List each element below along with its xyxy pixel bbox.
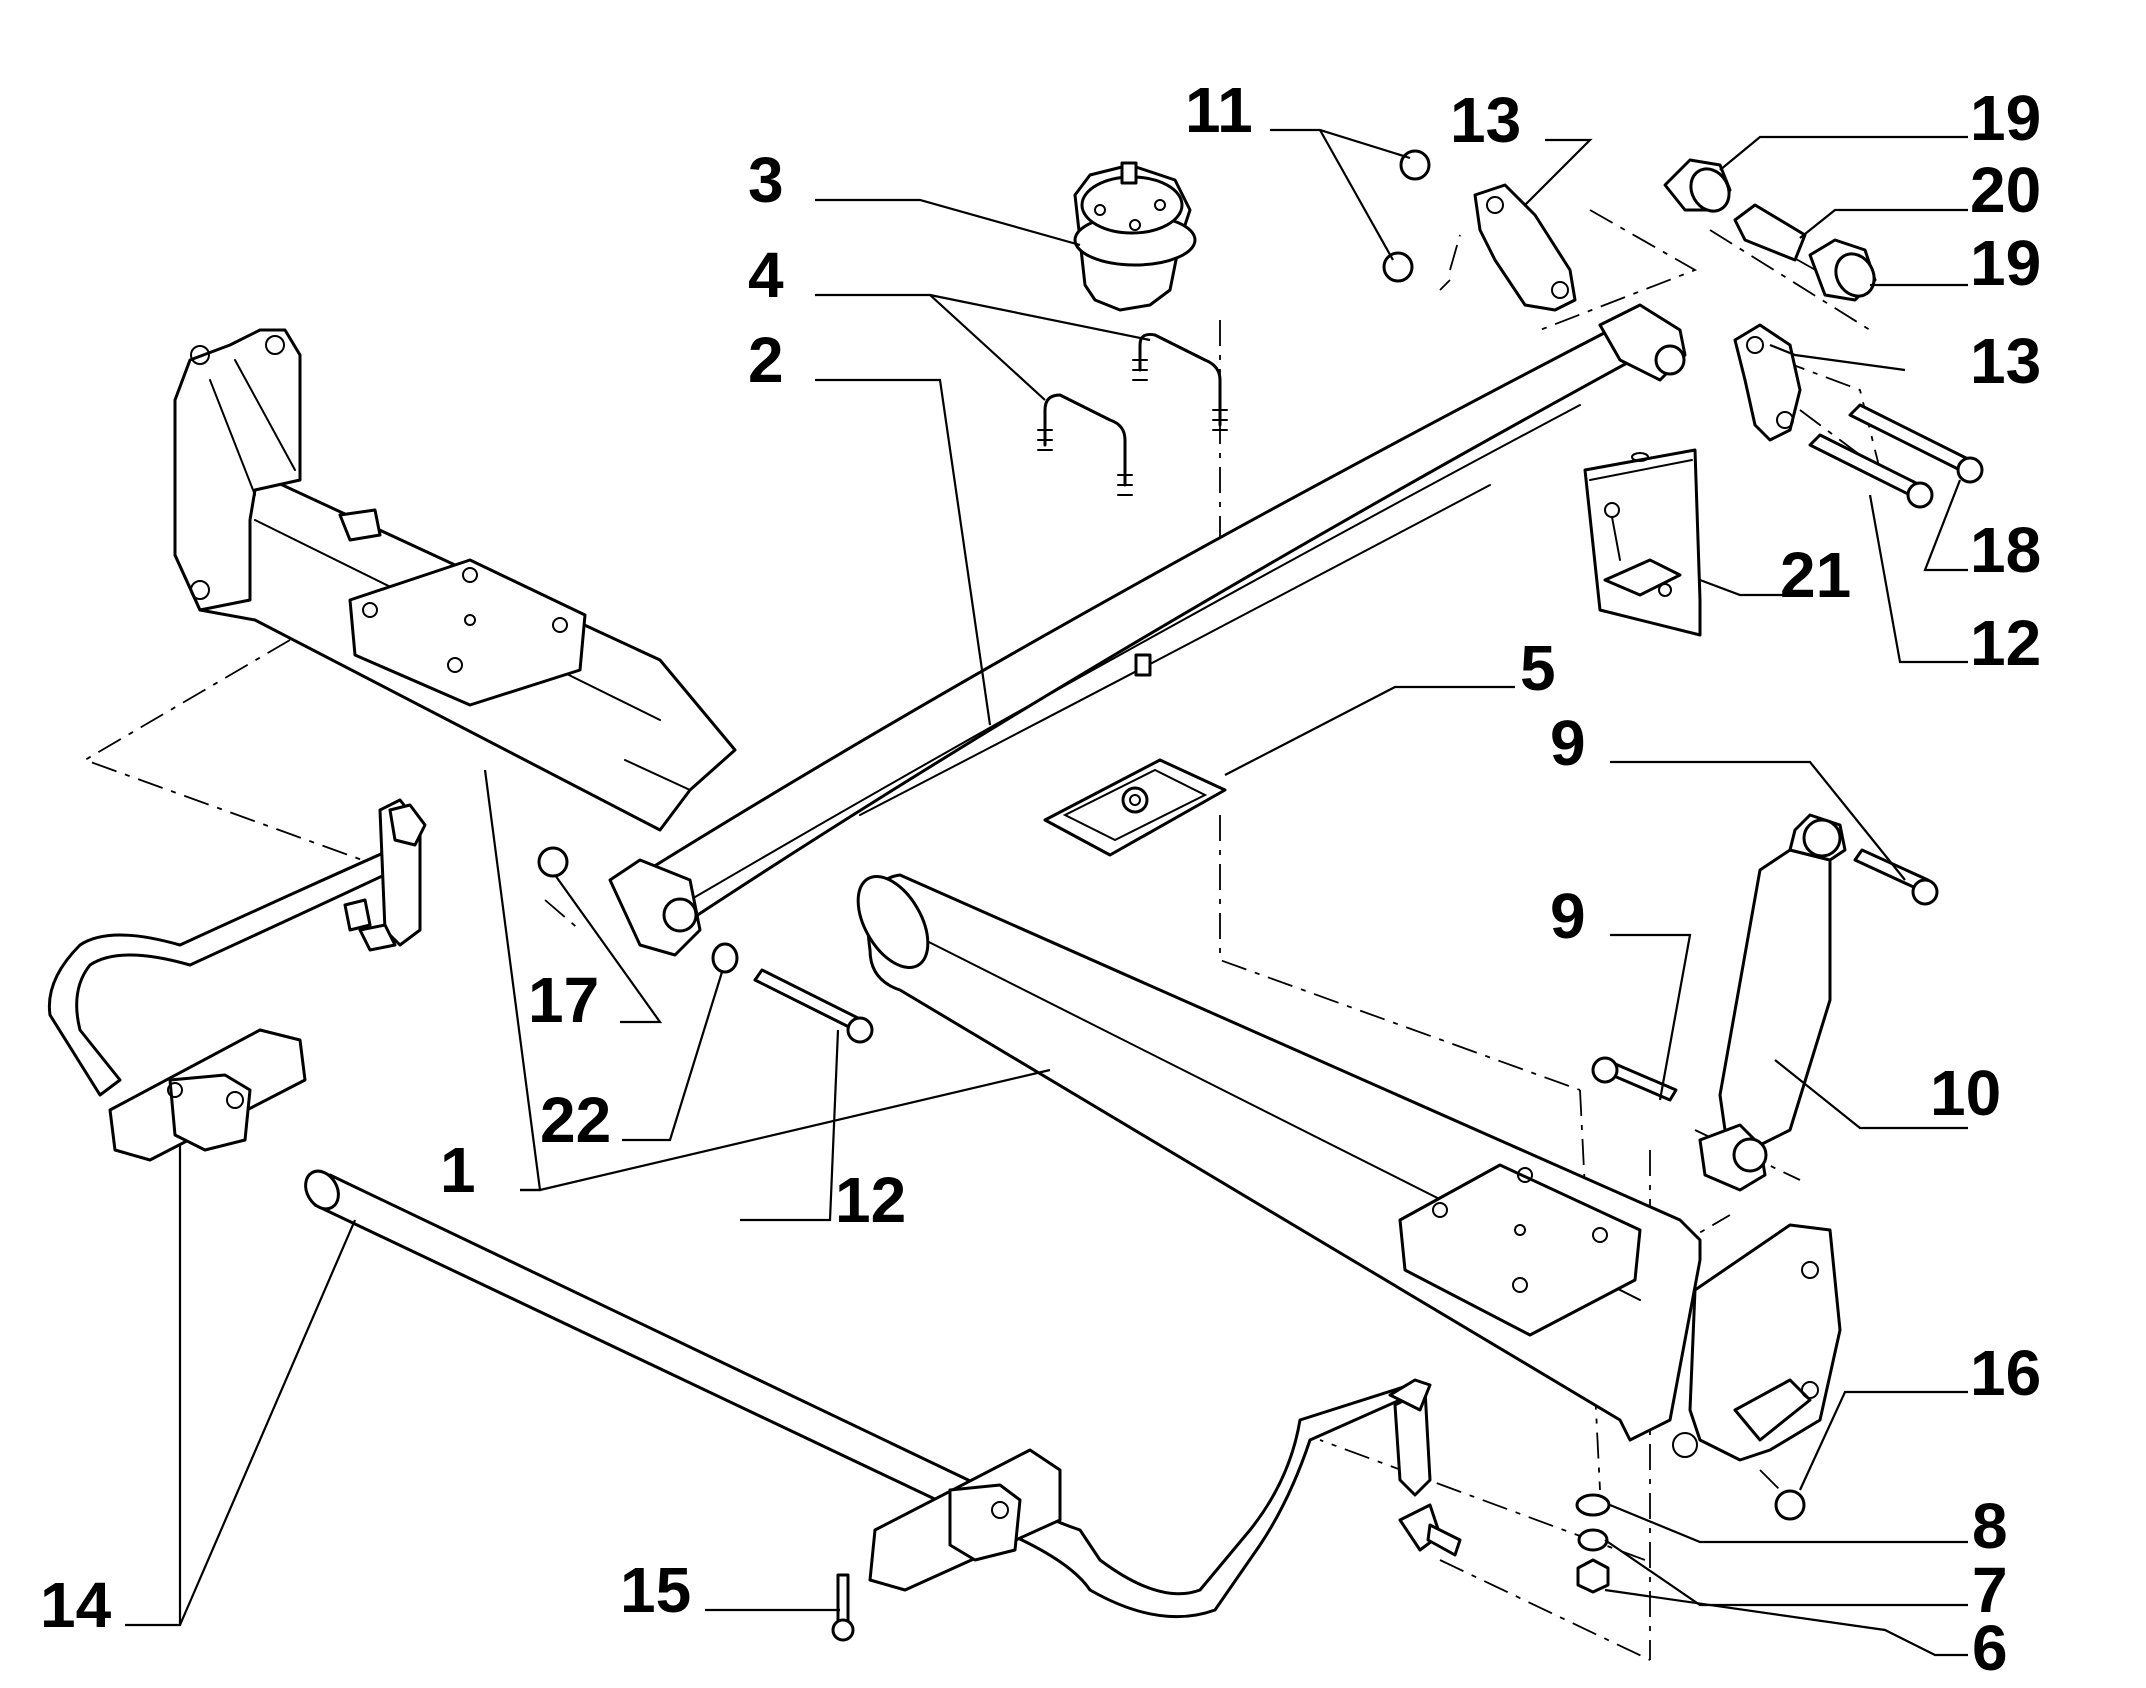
- callout-5: 5: [1520, 632, 1556, 704]
- callout-2: 2: [748, 324, 784, 396]
- callout-12-left: 12: [835, 1164, 906, 1236]
- callout-4: 4: [748, 239, 784, 311]
- callout-7: 7: [1972, 1554, 2008, 1626]
- callout-11: 11: [1185, 74, 1253, 146]
- callout-14: 14: [40, 1569, 112, 1641]
- callout-6: 6: [1972, 1612, 2008, 1684]
- callout-17: 17: [528, 964, 599, 1036]
- u-bolts: [1037, 333, 1228, 496]
- callout-12-right: 12: [1970, 607, 2041, 679]
- callout-10: 10: [1930, 1057, 2001, 1129]
- callout-16: 16: [1970, 1337, 2041, 1409]
- callout-3: 3: [748, 144, 784, 216]
- callout-15: 15: [620, 1554, 691, 1626]
- spring-pad: [1043, 758, 1227, 857]
- callout-labels: 1 2 3 4 5 6 7 8 9 9 10 11 12 12 13 13 14…: [40, 74, 2041, 1684]
- callout-21: 21: [1780, 539, 1851, 611]
- callout-18: 18: [1970, 514, 2041, 586]
- callout-13-top: 13: [1450, 84, 1521, 156]
- callout-13-right: 13: [1970, 325, 2041, 397]
- callout-9-top: 9: [1550, 707, 1586, 779]
- anti-roll-bar: [304, 1169, 1462, 1619]
- callout-19-top: 19: [1970, 82, 2041, 154]
- bump-stop: [1073, 161, 1197, 312]
- hardware-kit-bag: [1583, 448, 1702, 637]
- callout-8: 8: [1972, 1490, 2008, 1562]
- fasteners: [537, 149, 1984, 1642]
- callout-19-bottom: 19: [1970, 227, 2041, 299]
- left-anti-roll-bar: [47, 798, 427, 1162]
- axle-beam: [856, 873, 1842, 1462]
- callout-22: 22: [540, 1084, 611, 1156]
- leader-lines: [125, 128, 1968, 1657]
- shackle-parts: [1473, 158, 1877, 442]
- callout-9-mid: 9: [1550, 880, 1586, 952]
- leaf-spring: [608, 303, 1687, 957]
- shock-absorber: [1698, 813, 1847, 1192]
- callout-20: 20: [1970, 154, 2041, 226]
- callout-1: 1: [440, 1134, 476, 1206]
- left-frame-rail: [173, 328, 737, 832]
